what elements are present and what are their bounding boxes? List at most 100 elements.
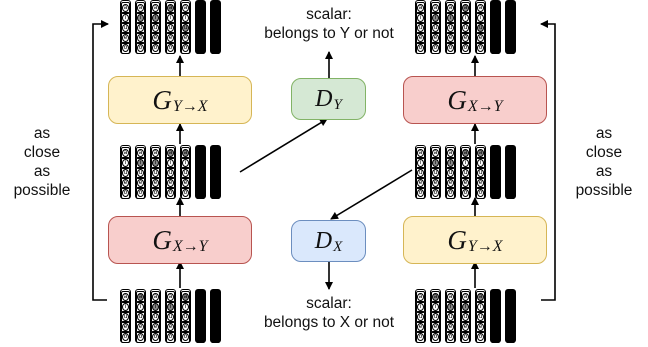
sequence-cell: a — [121, 291, 130, 303]
sequence-cell — [196, 187, 205, 199]
sequence-cell: o — [461, 331, 470, 343]
sequence-cell-dot: i — [167, 159, 174, 167]
sequence-cell-dot: u — [122, 169, 129, 177]
sequence-cell: a — [121, 147, 130, 159]
sequence-cell — [196, 157, 205, 169]
sequence-cell: e — [476, 321, 485, 333]
sequence-cell-dot: e — [417, 34, 424, 42]
sequence-cell: u — [416, 167, 425, 179]
sequence-cell: u — [181, 22, 190, 34]
sequence-cell-dot: o — [182, 189, 189, 197]
sequence-cell-dot — [492, 303, 499, 311]
sequence-cell: o — [431, 331, 440, 343]
sequence-cell-dot — [212, 34, 219, 42]
sequence-cell: a — [416, 2, 425, 14]
sequence-cell-dot — [492, 149, 499, 157]
sequence-cell-dot — [492, 24, 499, 32]
sequence-cell-dot: a — [182, 293, 189, 301]
sequence-cell-dot: e — [462, 34, 469, 42]
sequence-cell-dot: e — [462, 323, 469, 331]
sequence-column — [505, 289, 516, 343]
sequence-cell — [211, 147, 220, 159]
sequence-cell-dot: u — [137, 313, 144, 321]
sequence-cell: o — [151, 331, 160, 343]
sequence-cell-dot: u — [447, 169, 454, 177]
sequence-cell: o — [136, 187, 145, 199]
sequence-cell-dot — [507, 313, 514, 321]
sequence-cell-dot: u — [137, 169, 144, 177]
sequence-cell-dot — [507, 189, 514, 197]
sequence-cell-dot: o — [447, 333, 454, 341]
sequence-cell — [491, 167, 500, 179]
sequence-cell: a — [121, 2, 130, 14]
sequence-cell: o — [121, 187, 130, 199]
sequence-cell-dot: i — [417, 303, 424, 311]
sequence-cell-dot: e — [477, 34, 484, 42]
sequence-cell: i — [151, 157, 160, 169]
sequence-cell: e — [446, 32, 455, 44]
sequence-cell: u — [446, 167, 455, 179]
sequence-cell: i — [136, 301, 145, 313]
sequence-cell — [491, 12, 500, 24]
sequence-cell-dot — [507, 34, 514, 42]
sequence-cell: o — [416, 42, 425, 54]
top-scalar-label: scalar: belongs to Y or not — [239, 5, 419, 43]
sequence-cell: i — [416, 157, 425, 169]
sequence-cell-dot: i — [122, 303, 129, 311]
sequence-cell: o — [446, 42, 455, 54]
sequence-cell — [491, 301, 500, 313]
sequence-column — [195, 0, 206, 54]
sequence-cell: i — [151, 301, 160, 313]
sequence-cell-dot: i — [152, 159, 159, 167]
left-side-line: possible — [13, 182, 71, 199]
sequence-cell-dot — [492, 293, 499, 301]
sequence-cell: a — [181, 291, 190, 303]
sequence-cell: o — [136, 42, 145, 54]
sequence-cell: e — [416, 32, 425, 44]
sequence-cell-dot: a — [417, 293, 424, 301]
sequence-cell: i — [431, 301, 440, 313]
sequence-cell-dot: u — [122, 313, 129, 321]
sequence-cell: u — [166, 22, 175, 34]
sequence-cell-dot — [212, 313, 219, 321]
sequence-cell-dot: o — [477, 44, 484, 52]
sequence-cell — [506, 2, 515, 14]
sequence-cell — [196, 291, 205, 303]
sequence-cell: e — [446, 177, 455, 189]
sequence-cell: i — [476, 157, 485, 169]
sequence-cell: u — [166, 167, 175, 179]
sequence-column — [210, 289, 221, 343]
sequence-cell-dot: e — [432, 179, 439, 187]
sequence-cell: u — [121, 311, 130, 323]
sequence-cell-dot: o — [122, 44, 129, 52]
sequence-cell: u — [416, 22, 425, 34]
sequence-cell: e — [416, 177, 425, 189]
sequence-cell: a — [446, 291, 455, 303]
sequence-cell-dot: e — [432, 34, 439, 42]
sequence-cell: i — [166, 301, 175, 313]
sequence-cell-dot — [197, 303, 204, 311]
sequence-cell — [211, 311, 220, 323]
sequence-cell-dot: a — [167, 149, 174, 157]
sequence-cell — [211, 187, 220, 199]
sequence-cell: o — [446, 331, 455, 343]
generator-subscript: X→Y — [467, 98, 503, 115]
sequence-cell-dot: a — [152, 149, 159, 157]
sequence-cell: e — [151, 321, 160, 333]
sequence-cell-dot: o — [462, 44, 469, 52]
discriminator-subscript: Y — [333, 96, 342, 113]
sequence-cell-dot — [492, 179, 499, 187]
sequence-cell-dot: u — [167, 169, 174, 177]
sequence-cell-dot: i — [447, 303, 454, 311]
sequence-cell-dot — [212, 323, 219, 331]
sequence-cell-dot: e — [152, 323, 159, 331]
sequence-cell-dot: a — [137, 293, 144, 301]
sequence-cell-dot: u — [432, 313, 439, 321]
